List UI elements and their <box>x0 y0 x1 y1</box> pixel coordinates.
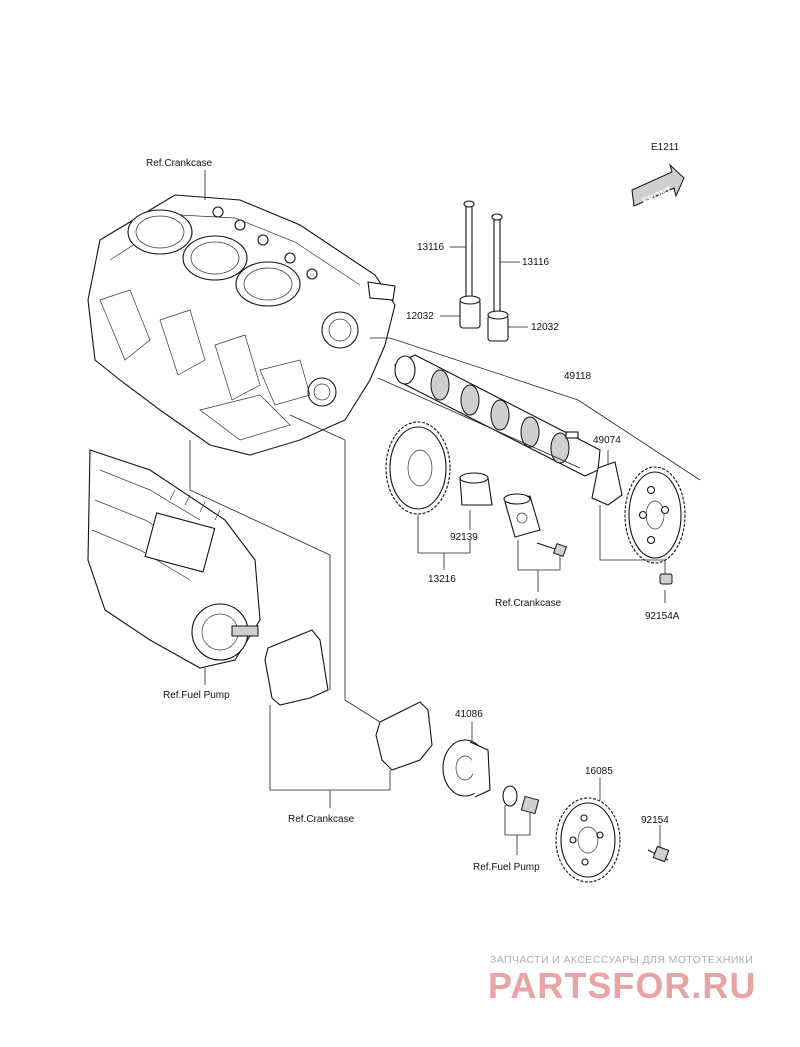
bushing <box>459 472 493 506</box>
gasket-mid <box>375 701 433 771</box>
leader-lines <box>189 170 701 855</box>
label-49074: 49074 <box>593 435 621 446</box>
label-16085: 16085 <box>585 766 613 777</box>
label-ref-crankcase-bottom: Ref.Crankcase <box>288 814 355 825</box>
diagram-code: E1211 <box>651 142 680 153</box>
label-ref-crankcase-mid: Ref.Crankcase <box>495 598 562 609</box>
label-92154A: 92154A <box>645 611 680 622</box>
label-92139: 92139 <box>450 532 478 543</box>
crankcase-block-illustration <box>87 194 396 456</box>
label-92154: 92154 <box>641 815 669 826</box>
label-ref-crankcase-top: Ref.Crankcase <box>146 158 213 169</box>
bolts <box>536 542 673 863</box>
label-ref-fuel-pump-left: Ref.Fuel Pump <box>163 690 230 701</box>
label-41086: 41086 <box>455 709 483 720</box>
label-12032-a: 12032 <box>406 311 434 322</box>
label-13216: 13216 <box>428 574 456 585</box>
label-49118: 49118 <box>564 371 592 382</box>
watermark-tagline: ЗАПЧАСТИ И АКСЕССУАРЫ ДЛЯ МОТОТЕХНИКИ <box>490 954 753 966</box>
washer-nut <box>502 785 540 815</box>
hub <box>442 739 491 798</box>
watermark-brand: PARTSFOR.RU <box>488 965 756 1006</box>
label-13116-a: 13116 <box>417 242 445 253</box>
idler-shaft <box>503 493 541 538</box>
tappets <box>459 295 509 342</box>
label-12032-b: 12032 <box>531 322 559 333</box>
label-ref-fuel-pump-bottom: Ref.Fuel Pump <box>473 862 540 873</box>
label-13116-b: 13116 <box>522 257 550 268</box>
thrust-plate <box>591 461 623 506</box>
pump-gear <box>555 797 621 883</box>
watermark: ЗАПЧАСТИ И АКСЕССУАРЫ ДЛЯ МОТОТЕХНИКИ PA… <box>488 954 756 1006</box>
cam-gear <box>624 466 686 564</box>
fuel-pump-illustration <box>87 449 261 669</box>
front-direction-badge: FRONT <box>631 163 685 207</box>
gasket-left <box>264 629 329 706</box>
idler-gear <box>385 421 451 515</box>
